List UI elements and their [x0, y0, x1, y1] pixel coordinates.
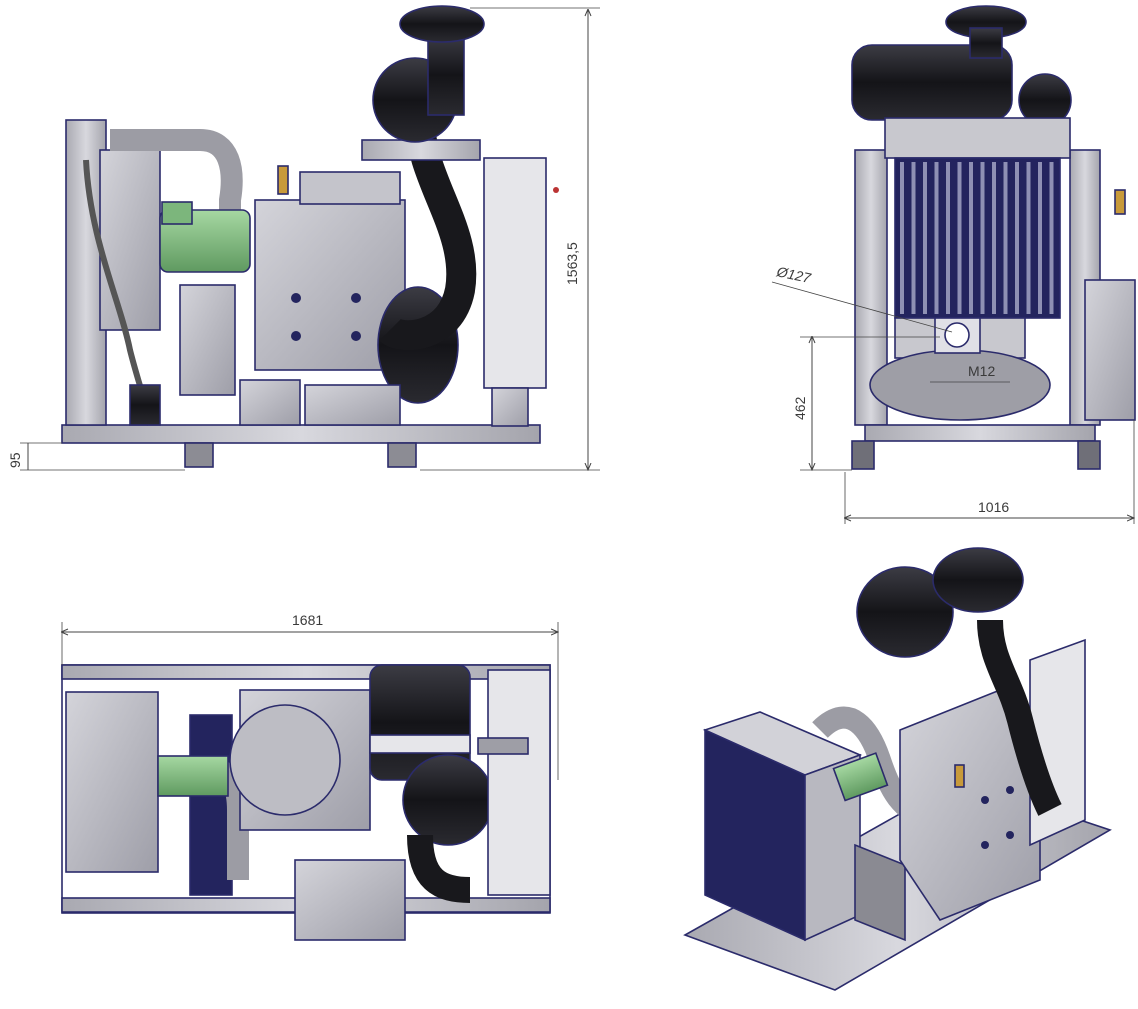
side-outlet-hole — [944, 322, 970, 348]
front-exhaust-pipe — [379, 119, 477, 351]
front-air-intake-stem — [427, 34, 465, 116]
side-foot-left — [851, 440, 875, 470]
radiator-fin — [957, 162, 962, 314]
front-cabinet-stand — [491, 387, 529, 427]
top-flywheel — [229, 704, 341, 816]
front-control-cabinet — [483, 157, 547, 389]
side-diameter-leader — [771, 281, 953, 333]
top-frame-rail-top — [61, 664, 551, 680]
front-air-filter-mount — [361, 139, 481, 161]
top-alternator-box — [294, 859, 406, 941]
radiator-fin — [1038, 162, 1042, 314]
front-brass-valve — [277, 165, 289, 195]
side-air-intake-stem — [969, 27, 1003, 59]
radiator-fin — [969, 162, 973, 314]
iso-engine-bolt — [981, 796, 989, 804]
iso-engine-bolt — [981, 841, 989, 849]
radiator-fin — [1015, 162, 1019, 314]
side-thread-dim-label: M12 — [968, 363, 995, 379]
side-base-frame — [864, 424, 1096, 442]
top-green-motor — [157, 755, 229, 797]
top-radiator-housing — [65, 691, 159, 873]
front-oil-filter — [129, 384, 161, 426]
front-air-intake-cap — [399, 5, 485, 43]
front-cabinet-light — [553, 187, 559, 193]
isometric-view — [683, 547, 1112, 991]
front-green-motor-box — [161, 201, 193, 225]
side-view: 1016 462 Ø127 M12 — [771, 5, 1136, 524]
iso-air-filter-body — [856, 566, 954, 658]
side-width-dim-label: 1016 — [978, 499, 1009, 515]
front-bolt — [291, 293, 301, 303]
side-right-generator — [1084, 279, 1136, 421]
front-green-motor — [159, 209, 251, 273]
front-base-frame — [61, 424, 541, 444]
radiator-fin — [911, 162, 916, 314]
side-brass-valve — [1114, 189, 1126, 215]
front-height-dim-label: 1563,5 — [564, 242, 580, 285]
iso-engine-bolt — [1006, 786, 1014, 794]
top-air-filter-band — [369, 734, 471, 754]
radiator-fin — [923, 162, 927, 314]
iso-engine-bolt — [1006, 831, 1014, 839]
side-radiator-shroud — [884, 117, 1071, 159]
front-bolt — [351, 293, 361, 303]
top-air-intake-cap — [402, 754, 494, 846]
top-control-cabinet — [487, 669, 551, 896]
radiator-fin — [1026, 162, 1031, 314]
front-foot-right — [387, 442, 417, 468]
radiator-fin — [900, 162, 904, 314]
side-radiator-core — [894, 157, 1061, 319]
radiator-fin — [980, 162, 985, 314]
front-radiator-housing — [99, 149, 161, 331]
iso-brass-valve — [954, 764, 965, 788]
front-lower-box — [239, 379, 301, 426]
side-diameter-dim-label: Ø127 — [774, 263, 813, 286]
front-engine-top — [299, 171, 401, 205]
top-right-bracket — [477, 737, 529, 755]
side-radiator-fins — [900, 162, 1054, 314]
side-flywheel-housing — [869, 349, 1051, 421]
front-foot-left — [184, 442, 214, 468]
radiator-fin — [934, 162, 939, 314]
side-foot-right — [1077, 440, 1101, 470]
iso-exhaust-pipe — [977, 619, 1062, 816]
iso-air-intake-cap — [932, 547, 1024, 613]
front-bolt — [351, 331, 361, 341]
front-bolt — [291, 331, 301, 341]
radiator-fin — [992, 162, 996, 314]
iso-green-motor — [832, 752, 889, 802]
front-base-dim-label: 95 — [7, 452, 23, 468]
iso-battery — [854, 843, 906, 942]
front-filter-block — [179, 284, 236, 396]
side-outlet-dim-label: 462 — [792, 396, 808, 420]
top-exhaust-pipe — [407, 834, 471, 903]
radiator-fin — [1003, 162, 1008, 314]
radiator-fin — [946, 162, 950, 314]
top-length-dim-label: 1681 — [292, 612, 323, 628]
top-radiator-core — [189, 714, 233, 896]
radiator-fin — [1049, 162, 1054, 314]
front-intake-pipe — [110, 129, 243, 230]
top-view: 1681 — [61, 612, 558, 941]
front-view: 1563,5 95 — [7, 5, 600, 470]
front-base-block — [304, 384, 401, 426]
